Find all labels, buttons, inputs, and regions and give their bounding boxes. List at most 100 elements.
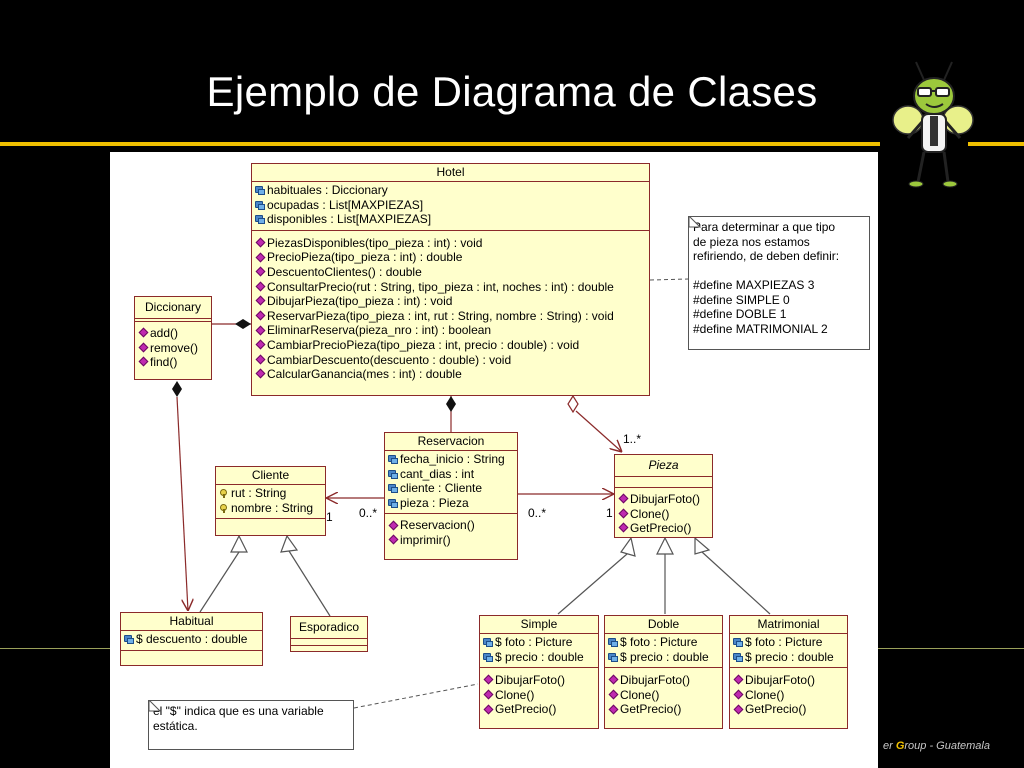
operations-section: DibujarFoto() Clone() GetPrecio(): [730, 668, 847, 720]
attribute-icon: [388, 498, 398, 508]
bee-mascot-icon: [888, 58, 974, 190]
operation-row: DibujarFoto(): [608, 673, 719, 688]
attribute-row: $ precio : double: [483, 650, 595, 665]
multiplicity-label: 0..*: [359, 506, 377, 520]
attribute-row: cliente : Cliente: [388, 481, 514, 496]
attribute-icon: [388, 483, 398, 493]
multiplicity-label: 1: [606, 506, 613, 520]
class-diagram: Hotel habituales : Diccionary ocupadas :…: [110, 152, 878, 768]
operations-section: add() remove() find(): [135, 322, 211, 373]
operation-icon: [255, 238, 265, 248]
attribute-row: $ descuento : double: [124, 632, 259, 647]
class-name: Matrimonial: [730, 616, 847, 634]
generalization-triangle: [621, 538, 635, 556]
operation-icon: [608, 705, 618, 715]
attribute-row: $ precio : double: [733, 650, 844, 665]
attribute-icon: [255, 185, 265, 195]
slide-title: Ejemplo de Diagrama de Clases: [0, 68, 1024, 116]
diccionary-habitual-composition: [177, 397, 188, 611]
note-static: el "$" indica que es una variable estáti…: [148, 700, 354, 750]
class-name: Simple: [480, 616, 598, 634]
composition-diamond: [172, 381, 182, 397]
operation-row: GetPrecio(): [483, 702, 595, 717]
class-doble: Doble $ foto : Picture $ precio : double…: [604, 615, 723, 729]
attribute-icon: [483, 652, 493, 662]
attribute-row: $ foto : Picture: [483, 635, 595, 650]
operation-row: Clone(): [733, 688, 844, 703]
operation-row: DibujarFoto(): [483, 673, 595, 688]
operation-row: Reservacion(): [388, 518, 514, 533]
operation-row: add(): [138, 326, 208, 341]
class-esporadico: Esporadico: [290, 616, 368, 652]
attributes-section: $ descuento : double: [121, 631, 262, 651]
operation-row: DibujarFoto(): [618, 492, 709, 507]
operations-section: [121, 651, 262, 659]
operation-icon: [255, 282, 265, 292]
operation-icon: [483, 675, 493, 685]
attribute-icon: [733, 637, 743, 647]
operations-section: [291, 646, 367, 652]
operation-row: Clone(): [618, 507, 709, 522]
operation-row: imprimir(): [388, 533, 514, 548]
operations-section: DibujarFoto() Clone() GetPrecio(): [605, 668, 722, 720]
composition-diamond: [446, 396, 456, 412]
key-icon: [219, 503, 229, 513]
footer-text: er Group - Guatemala: [883, 740, 990, 752]
note-define: Para determinar a que tipo de pieza nos …: [688, 216, 870, 350]
hotel-pieza-aggregation: [576, 411, 622, 452]
class-name: Hotel: [252, 164, 649, 182]
note-line: estática.: [153, 719, 349, 734]
aggregation-diamond: [568, 396, 578, 412]
attribute-row: pieza : Pieza: [388, 496, 514, 511]
attribute-row: fecha_inicio : String: [388, 452, 514, 467]
operation-icon: [255, 355, 265, 365]
attribute-icon: [124, 634, 134, 644]
multiplicity-label: 1: [326, 510, 333, 524]
operation-row: ReservarPieza(tipo_pieza : int, rut : St…: [255, 309, 646, 324]
operations-section: PiezasDisponibles(tipo_pieza : int) : vo…: [252, 231, 649, 385]
operation-icon: [733, 675, 743, 685]
attribute-icon: [255, 200, 265, 210]
attribute-row: ocupadas : List[MAXPIEZAS]: [255, 198, 646, 213]
class-simple: Simple $ foto : Picture $ precio : doubl…: [479, 615, 599, 729]
operations-section: [216, 519, 325, 527]
operation-icon: [255, 253, 265, 263]
operation-icon: [255, 267, 265, 277]
class-name: Doble: [605, 616, 722, 634]
operation-icon: [618, 523, 628, 533]
matrimonial-pieza-generalization: [702, 552, 770, 614]
attributes-section: [291, 639, 367, 646]
operation-row: GetPrecio(): [618, 521, 709, 536]
attributes-section: [615, 477, 712, 488]
key-icon: [219, 488, 229, 498]
attribute-row: cant_dias : int: [388, 467, 514, 482]
composition-diamond: [235, 319, 251, 329]
operation-icon: [138, 328, 148, 338]
class-name: Esporadico: [291, 617, 367, 639]
class-name: Pieza: [615, 455, 712, 477]
operations-section: DibujarFoto() Clone() GetPrecio(): [480, 668, 598, 720]
attributes-section: $ foto : Picture $ precio : double: [480, 634, 598, 668]
note-fold-icon: [689, 216, 701, 228]
esporadico-cliente-generalization: [289, 551, 330, 616]
class-name: Diccionary: [135, 297, 211, 319]
multiplicity-label: 1..*: [623, 432, 641, 446]
attribute-row: $ foto : Picture: [608, 635, 719, 650]
operation-row: CambiarPrecioPieza(tipo_pieza : int, pre…: [255, 338, 646, 353]
operation-icon: [733, 705, 743, 715]
generalization-triangle: [231, 536, 247, 552]
attribute-row: $ foto : Picture: [733, 635, 844, 650]
operation-row: CambiarDescuento(descuento : double) : v…: [255, 353, 646, 368]
habitual-cliente-generalization: [200, 552, 239, 612]
class-pieza: Pieza DibujarFoto() Clone() GetPrecio(): [614, 454, 713, 538]
class-cliente: Cliente rut : String nombre : String: [215, 466, 326, 536]
note-line: de pieza nos estamos: [693, 235, 865, 250]
multiplicity-label: 0..*: [528, 506, 546, 520]
operation-row: DescuentoClientes() : double: [255, 265, 646, 280]
operation-row: ConsultarPrecio(rut : String, tipo_pieza…: [255, 280, 646, 295]
title-divider: [0, 142, 880, 146]
operation-icon: [255, 326, 265, 336]
class-reservacion: Reservacion fecha_inicio : String cant_d…: [384, 432, 518, 560]
title-divider-right: [968, 142, 1024, 146]
attribute-icon: [608, 637, 618, 647]
